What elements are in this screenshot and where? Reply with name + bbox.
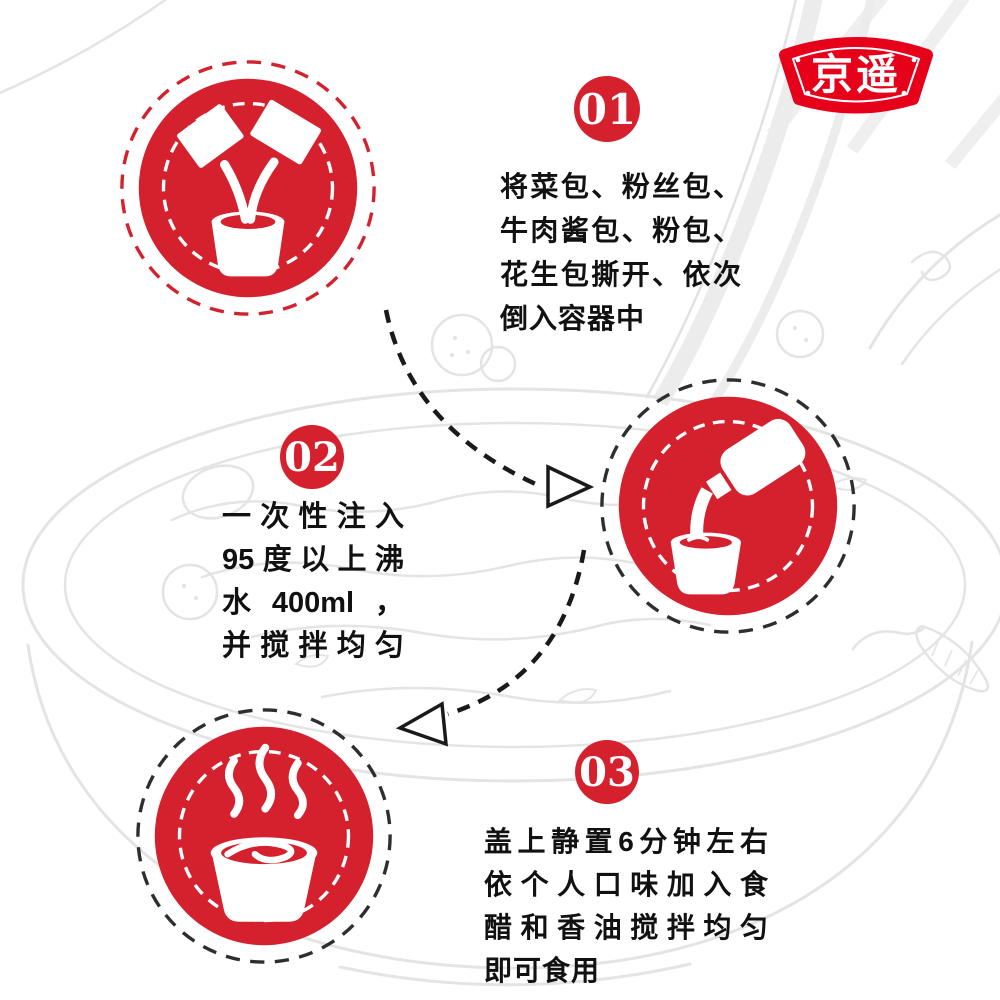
outer-dashed-ring — [136, 708, 392, 964]
step-3-line-4: 即可食用 — [484, 955, 601, 986]
step-3-line-1: 盖上静置6分钟左右 — [484, 826, 769, 857]
step-2-line-1: 一次性注入 — [222, 501, 404, 533]
steam-lines — [225, 743, 307, 820]
step-2-number: 02 — [284, 433, 340, 481]
step-2-number-badge: 02 — [280, 425, 344, 489]
step-1-line-1: 将菜包、粉丝包、 — [500, 171, 742, 202]
step-1-line-3: 花生包撕开、依次 — [500, 259, 742, 290]
step-1-instructions: 将菜包、粉丝包、 牛肉酱包、粉包、 花生包撕开、依次 倒入容器中 — [500, 165, 742, 341]
pour-packets-into-cup-icon — [177, 99, 322, 277]
step-1-icon-circle — [120, 60, 376, 316]
step-1-line-2: 牛肉酱包、粉包、 — [500, 215, 742, 246]
steaming-cup-icon — [210, 743, 318, 922]
pour-hot-water-into-cup-icon — [670, 418, 806, 595]
step-2-icon-circle — [600, 378, 856, 634]
logo-corner-dots — [795, 57, 917, 96]
outer-dashed-ring — [600, 378, 856, 634]
step-2-line-2: 95度以上沸 — [222, 544, 404, 576]
step-3-line-2: 依个人口味加入食 — [484, 869, 769, 900]
step-2-line-4: 并搅拌均匀 — [222, 630, 404, 662]
step-3-icon-circle — [136, 708, 392, 964]
step-2-line-3: 水400ml， — [222, 587, 404, 619]
logo-plaque-shape — [779, 37, 933, 114]
red-disc — [154, 726, 374, 946]
step-1-number: 01 — [577, 84, 637, 134]
brand-logo-text: 京遥 — [811, 51, 901, 98]
brand-logo: 京遥 — [776, 26, 936, 118]
step-3-number: 03 — [579, 748, 635, 796]
step-3-line-3: 醋和香油搅拌均匀 — [484, 912, 769, 943]
step-3-number-badge: 03 — [575, 740, 639, 804]
step-1-number-badge: 01 — [574, 76, 640, 142]
step-1-line-4: 倒入容器中 — [500, 303, 646, 334]
outer-dashed-ring — [120, 60, 376, 316]
step-3-instructions: 盖上静置6分钟左右 依个人口味加入食 醋和香油搅拌均匀 即可食用 — [484, 820, 769, 992]
step-2-instructions: 一次性注入 95度以上沸 水400ml， 并搅拌均匀 — [222, 496, 404, 668]
chili-sketch — [851, 624, 990, 693]
